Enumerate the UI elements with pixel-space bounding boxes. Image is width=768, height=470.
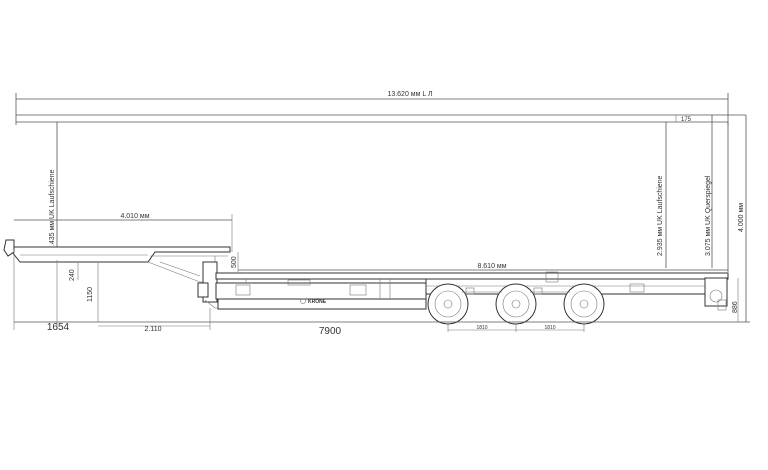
- right-laufschiene-label: 2.935 мм UK Laufschiene: [657, 175, 664, 256]
- rear-886-label: 886: [732, 301, 739, 313]
- front-deck-dimension: 4.010 мм: [14, 213, 233, 252]
- main-deck-dimension: 8.610 мм: [238, 263, 728, 271]
- wheel-1: [427, 283, 469, 325]
- overall-length-dimension: 13.620 мм L Л: [15, 91, 729, 125]
- wheel-3: [563, 283, 605, 325]
- brand-logo: KRONE: [308, 299, 327, 305]
- right-dimensions: 2.935 мм UK Laufschiene 3.075 мм UK Quer…: [657, 115, 750, 323]
- clearance-frame: 175: [16, 114, 746, 272]
- left-laufschiene-dimension: 2.435 мм UK Laufschiene: [49, 122, 58, 250]
- querspiegel-label: 3.075 мм UK Querspiegel: [705, 175, 712, 256]
- main-deck-label: 8.610 мм: [477, 263, 506, 270]
- gooseneck-label: 500: [231, 256, 238, 268]
- brand-emblem: [300, 298, 306, 304]
- axles: [427, 283, 605, 325]
- wheel-2: [495, 283, 537, 325]
- top-175-label: 175: [681, 117, 692, 123]
- left-height-dimensions: 240 1150: [69, 262, 99, 322]
- left-laufschiene-label: 2.435 мм UK Laufschiene: [49, 169, 56, 250]
- axle-spacing-2-label: 1810: [544, 325, 555, 331]
- left-1150-label: 1150: [87, 287, 94, 302]
- front-deck-label: 4.010 мм: [120, 213, 149, 220]
- total-height-label: 4.000 мм: [738, 203, 745, 232]
- kingpin-label: 2.110: [145, 326, 162, 333]
- wheelbase-label: 7900: [319, 326, 342, 337]
- bottom-dimensions: 1654 2.110 7900 1810 1810: [13, 250, 728, 337]
- left-240-label: 240: [69, 269, 76, 281]
- lowbed-frame: KRONE: [215, 271, 729, 311]
- overall-length-label: 13.620 мм L Л: [387, 91, 433, 98]
- gooseneck-dimension: 500: [231, 252, 239, 272]
- axle-spacing-1-label: 1810: [476, 325, 487, 331]
- gooseneck-body: [3, 239, 231, 309]
- front-overhang-label: 1654: [47, 322, 70, 333]
